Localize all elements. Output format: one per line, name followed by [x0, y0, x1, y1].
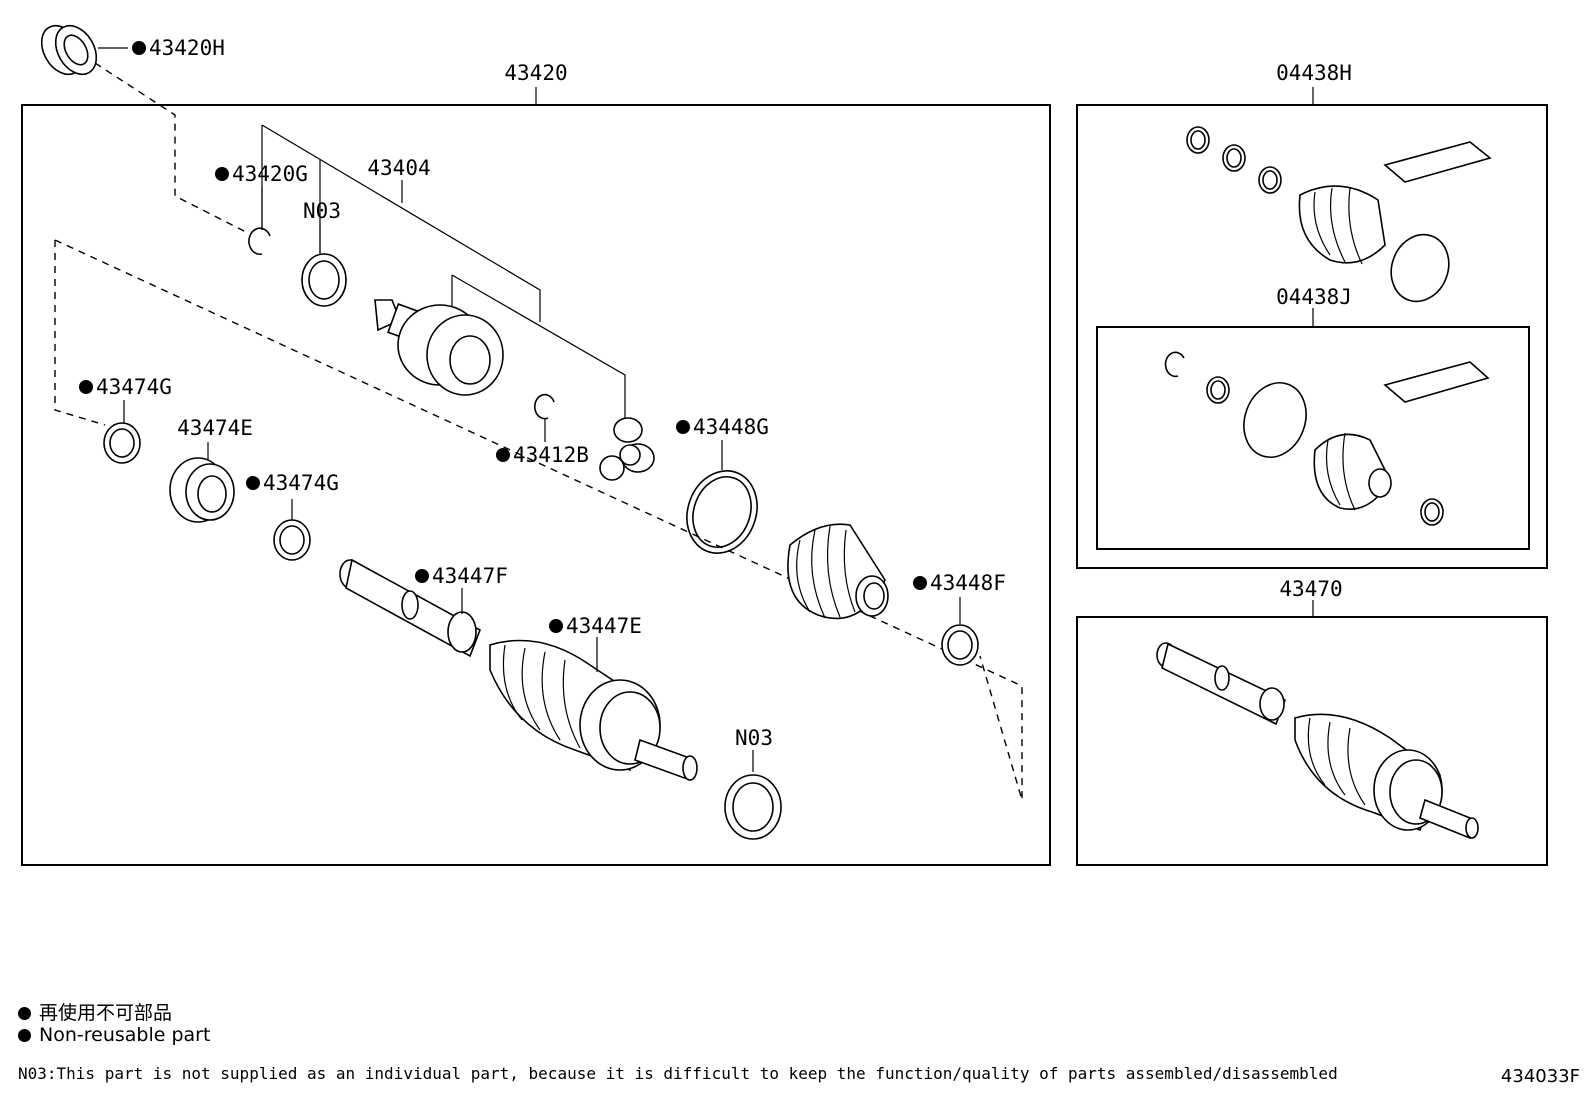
label-43474G-a: 43474G — [79, 375, 172, 399]
clamp-43448F — [941, 624, 979, 666]
legend-japanese: 再使用不可部品 — [18, 998, 172, 1025]
tripod-joint — [599, 417, 655, 481]
inboard-joint-43404 — [374, 299, 504, 396]
clamp-43474G-a — [103, 422, 141, 464]
label-43474E: 43474E — [177, 416, 253, 440]
svg-text:43448F: 43448F — [930, 571, 1006, 595]
label-04438H: 04438H — [1276, 61, 1352, 85]
damper-43474E — [169, 457, 235, 523]
legend-en-text: Non-reusable part — [39, 1024, 211, 1046]
label-43470: 43470 — [1279, 577, 1342, 601]
frame-04438H — [1076, 104, 1548, 569]
label-43412B: 43412B — [496, 443, 589, 467]
label-43448G: 43448G — [676, 415, 769, 439]
label-43448F: 43448F — [913, 571, 1006, 595]
svg-text:43420H: 43420H — [149, 36, 225, 60]
inboard-boot — [787, 523, 889, 620]
dashed-leader-43420H — [94, 62, 247, 233]
svg-text:43474G: 43474G — [263, 471, 339, 495]
svg-text:43447F: 43447F — [432, 564, 508, 588]
label-43474G-b: 43474G — [246, 471, 339, 495]
seal-43420H — [40, 24, 98, 76]
clamp-43474G-b — [273, 519, 311, 561]
legend-jp-text: 再使用不可部品 — [39, 1002, 173, 1024]
bullet-icon — [18, 1029, 31, 1042]
label-N03-top: N03 — [303, 199, 341, 223]
label-43447E: 43447E — [549, 614, 642, 638]
label-43420G: 43420G — [215, 162, 308, 186]
snap-ring-43412B — [533, 393, 555, 420]
bullet-icon — [18, 1007, 31, 1020]
drive-shaft-assembly-43470 — [1156, 642, 1479, 840]
drive-shaft — [339, 558, 698, 782]
label-43420H: 43420H — [132, 36, 225, 60]
legend-english: Non-reusable part — [18, 1024, 210, 1046]
frame-04438J — [1096, 326, 1530, 550]
boot-kit-04438J — [1164, 351, 1490, 526]
label-43447F: 43447F — [415, 564, 508, 588]
snap-ring-43420G — [248, 227, 271, 256]
n03-footnote: N03:This part is not supplied as an indi… — [18, 1064, 1338, 1083]
boot-kit-04438H — [1186, 126, 1492, 303]
label-04438J: 04438J — [1276, 285, 1352, 309]
frame-43470 — [1076, 616, 1548, 866]
svg-text:43474G: 43474G — [96, 375, 172, 399]
seal-N03-bottom — [724, 774, 782, 840]
label-43404: 43404 — [367, 156, 430, 180]
label-43420: 43420 — [504, 61, 567, 85]
band-43448G — [686, 470, 758, 554]
svg-text:43448G: 43448G — [693, 415, 769, 439]
svg-text:43412B: 43412B — [513, 443, 589, 467]
seal-N03-top — [301, 253, 347, 307]
dashed-boot-group — [54, 240, 106, 426]
svg-text:43420G: 43420G — [232, 162, 308, 186]
diagram-code: 434033F — [1500, 1066, 1580, 1087]
label-N03-bottom: N03 — [735, 726, 773, 750]
svg-text:43447E: 43447E — [566, 614, 642, 638]
